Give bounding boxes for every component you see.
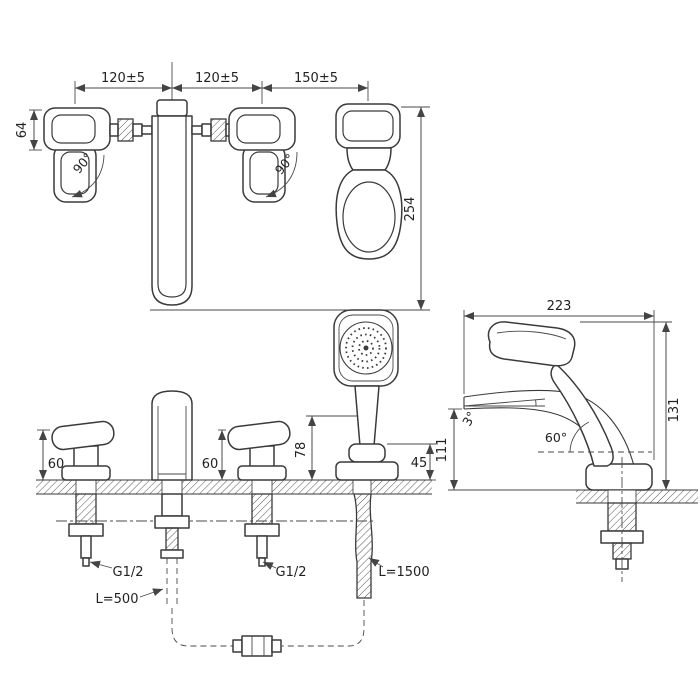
top-view: 120±5 120±5 150±5 64 90° — [15, 62, 430, 311]
label-hose-shower: L=1500 — [378, 565, 429, 580]
dim-label-spacing-mid: 120±5 — [195, 71, 239, 86]
handle-left-front — [51, 420, 115, 481]
dim-hole-spacing: 120±5 120±5 150±5 — [74, 62, 369, 104]
handshower-side — [487, 321, 614, 467]
handshower-front — [333, 309, 399, 481]
callouts-front: G1/2 G1/2 L=500 L=1500 — [89, 557, 430, 607]
swing-arc-left — [71, 154, 105, 198]
dim-label-base-height: 45 — [411, 456, 428, 471]
valve-left-underdeck — [68, 493, 104, 567]
shower-hose-underdeck — [171, 493, 373, 647]
dim-label-overall-height: 131 — [667, 398, 682, 423]
handle-right-plan: 90° — [228, 107, 298, 203]
dim-holder-base-height: 45 — [387, 443, 436, 481]
deck-section-front — [36, 479, 432, 495]
valve-right-underdeck — [244, 493, 280, 567]
shank-underdeck-side — [600, 457, 644, 582]
dim-label-side-length: 223 — [547, 299, 572, 314]
handshower-plan — [335, 103, 403, 260]
dim-overall-height: 131 — [580, 321, 682, 490]
dim-label-shower-length: 254 — [403, 197, 418, 222]
angle-spout-tilt: 3° — [459, 398, 546, 429]
shower-base-side — [585, 463, 653, 491]
swing-arc-right — [265, 151, 298, 198]
nipple-left — [109, 118, 153, 142]
hose-connector — [232, 635, 282, 657]
spout-plan — [151, 99, 193, 306]
dim-handle-width: 64 — [15, 109, 42, 151]
dim-handle-height-left: 60 — [37, 429, 65, 480]
dim-spout-height: 111 — [435, 408, 576, 491]
angle-handle: 60° — [538, 421, 652, 453]
dim-side-length: 223 — [463, 299, 655, 460]
handle-left-plan: 90° — [43, 107, 111, 203]
label-thread-right: G1/2 — [276, 565, 307, 580]
label-thread-left: G1/2 — [113, 565, 144, 580]
dim-label-handle-height-left: 60 — [48, 457, 65, 472]
dim-label-handle-height-right: 60 — [202, 457, 219, 472]
deck-section-side — [576, 489, 698, 504]
angle-label-spout-tilt: 3° — [459, 409, 479, 429]
angle-label-handle: 60° — [545, 430, 567, 445]
spout-shank-underdeck — [154, 493, 190, 606]
nipple-right — [191, 118, 235, 142]
spray-center — [363, 345, 369, 351]
handle-right-front — [227, 420, 291, 481]
front-view: 60 60 — [36, 309, 436, 657]
dim-label-holder-height: 78 — [294, 442, 309, 459]
dim-label-spout-height: 111 — [435, 438, 450, 463]
dim-label-spacing-right: 150±5 — [294, 71, 338, 86]
spout-front — [151, 390, 193, 481]
dim-shower-holder-height: 78 — [294, 415, 357, 480]
label-hose-spout: L=500 — [96, 592, 139, 607]
side-view: 3° 60° — [435, 299, 698, 582]
dim-label-spacing-left: 120±5 — [101, 71, 145, 86]
dim-handle-height-right: 60 — [202, 429, 226, 480]
dim-label-handle-width: 64 — [15, 122, 30, 139]
